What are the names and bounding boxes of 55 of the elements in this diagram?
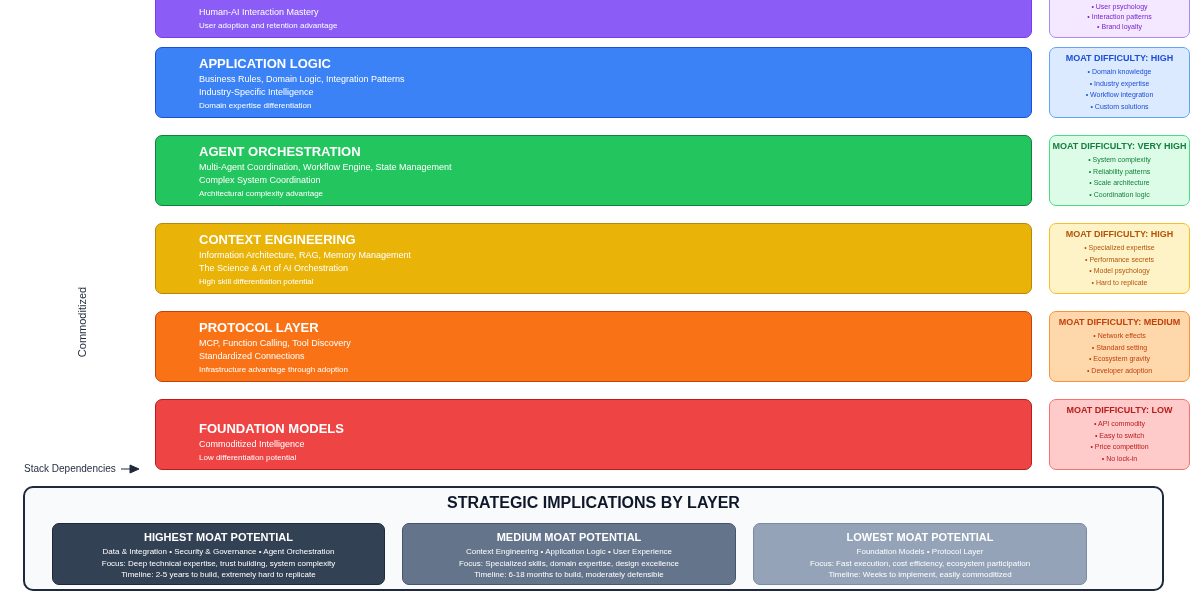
difficulty-card	[1049, 223, 1190, 294]
card-text: Timeline: 6-18 months to build, moderately defensible	[473, 569, 665, 581]
difficulty-title: MOAT DIFFICULTY: LOW	[1065, 405, 1174, 415]
card-title: MEDIUM MOAT POTENTIAL	[495, 531, 643, 543]
layer-title: PROTOCOL LAYER	[199, 320, 320, 335]
layer-description: Standardized Connections	[199, 350, 306, 363]
layer-title: AGENT ORCHESTRATION	[199, 144, 362, 159]
layer-description: Commoditized Intelligence	[199, 438, 306, 451]
layer-note: Infrastructure advantage through adoption	[199, 365, 349, 374]
card-text: Foundation Models • Protocol Layer	[855, 546, 985, 558]
summary-panel	[23, 486, 1164, 591]
card-text: Timeline: 2-5 years to build, extremely hard to replicate	[120, 569, 317, 581]
card-text: Data & Integration • Security & Governance • Agent Orchestration	[101, 546, 336, 558]
layer-note: Architectural complexity advantage	[199, 189, 325, 198]
axis-label: Stack Dependencies	[24, 463, 116, 474]
card-text: Timeline: Weeks to implement, easily commoditized	[827, 569, 1013, 581]
layer-note: High skill differentiation potential	[199, 277, 315, 286]
layer-description: Business Rules, Domain Logic, Integration Patterns	[199, 73, 406, 86]
potential-card	[753, 523, 1087, 585]
layer-band	[155, 311, 1032, 382]
difficulty-card	[1049, 135, 1190, 206]
card-text: Context Engineering • Application Logic • User Experience	[464, 546, 674, 558]
layer-description: MCP, Function Calling, Tool Discovery	[199, 337, 352, 350]
difficulty-title: MOAT DIFFICULTY: HIGH	[1064, 229, 1175, 239]
layer-note: Domain expertise differentiation	[199, 101, 313, 110]
panel-title: STRATEGIC IMPLICATIONS BY LAYER	[446, 494, 741, 512]
difficulty-title: MOAT DIFFICULTY: MEDIUM	[1057, 317, 1182, 327]
layer-note: User adoption and retention advantage	[199, 21, 339, 30]
layer-description: The Science & Art of AI Orchestration	[199, 262, 350, 275]
difficulty-title: MOAT DIFFICULTY: HIGH	[1064, 53, 1175, 63]
layer-note: Low differentiation potential	[199, 453, 298, 462]
card-text: Focus: Specialized skills, domain expertise, design excellence	[457, 557, 681, 569]
difficulty-card	[1049, 399, 1190, 470]
card-title: HIGHEST MOAT POTENTIAL	[143, 531, 294, 543]
card-text: Focus: Deep technical expertise, trust building, system complexity	[100, 557, 337, 569]
layer-band	[155, 399, 1032, 470]
difficulty-title: MOAT DIFFICULTY: VERY HIGH	[1051, 141, 1188, 151]
layer-title: APPLICATION LOGIC	[199, 56, 332, 71]
potential-card	[52, 523, 385, 585]
card-title: LOWEST MOAT POTENTIAL	[845, 531, 995, 543]
card-text: Focus: Fast execution, cost efficiency, ecosystem participation	[808, 557, 1032, 569]
layer-description: Complex System Coordination	[199, 174, 322, 187]
layer-band	[155, 135, 1032, 206]
layer-title: CONTEXT ENGINEERING	[199, 232, 357, 247]
layer-description: Industry-Specific Intelligence	[199, 86, 315, 99]
layer-description: Human-AI Interaction Mastery	[199, 6, 320, 19]
layer-description: Multi-Agent Coordination, Workflow Engine, State Management	[199, 161, 453, 174]
layer-band	[155, 223, 1032, 294]
layer-title: FOUNDATION MODELS	[199, 421, 345, 436]
potential-card	[402, 523, 736, 585]
layer-band	[155, 47, 1032, 118]
axis-label: Commoditized	[76, 286, 88, 358]
difficulty-card	[1049, 311, 1190, 382]
difficulty-card	[1049, 47, 1190, 118]
layer-description: Information Architecture, RAG, Memory Management	[199, 249, 413, 262]
